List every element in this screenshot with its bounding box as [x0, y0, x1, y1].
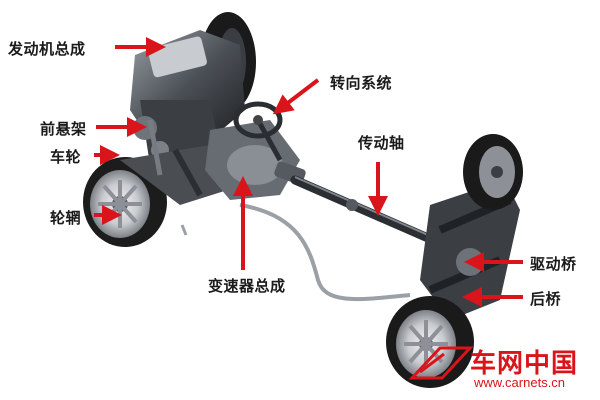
- pointer-arrows: [94, 37, 523, 307]
- label-wheel: 车轮: [50, 148, 82, 166]
- rear-left-wheel: [386, 296, 474, 388]
- brand-logo-icon: [408, 346, 474, 380]
- arrow-steering-system: [272, 78, 320, 115]
- label-engine-assembly: 发动机总成: [8, 40, 86, 58]
- label-steering-system: 转向系统: [330, 74, 393, 92]
- steering-assembly: [233, 101, 283, 162]
- label-front-suspension: 前悬架: [40, 120, 87, 138]
- rear-right-wheel: [463, 134, 523, 210]
- brand-name: 车网中国: [470, 349, 579, 379]
- label-rear-axle: 后桥: [530, 290, 562, 308]
- transmission-block: [205, 120, 306, 200]
- label-drive-axle: 驱动桥: [530, 255, 577, 273]
- exhaust-line: [180, 203, 411, 302]
- label-drive-shaft: 传动轴: [358, 134, 405, 152]
- brand-url: www.carnets.cn: [474, 375, 566, 390]
- label-transmission-assembly: 变速器总成: [208, 277, 286, 295]
- label-rim: 轮辋: [50, 209, 82, 227]
